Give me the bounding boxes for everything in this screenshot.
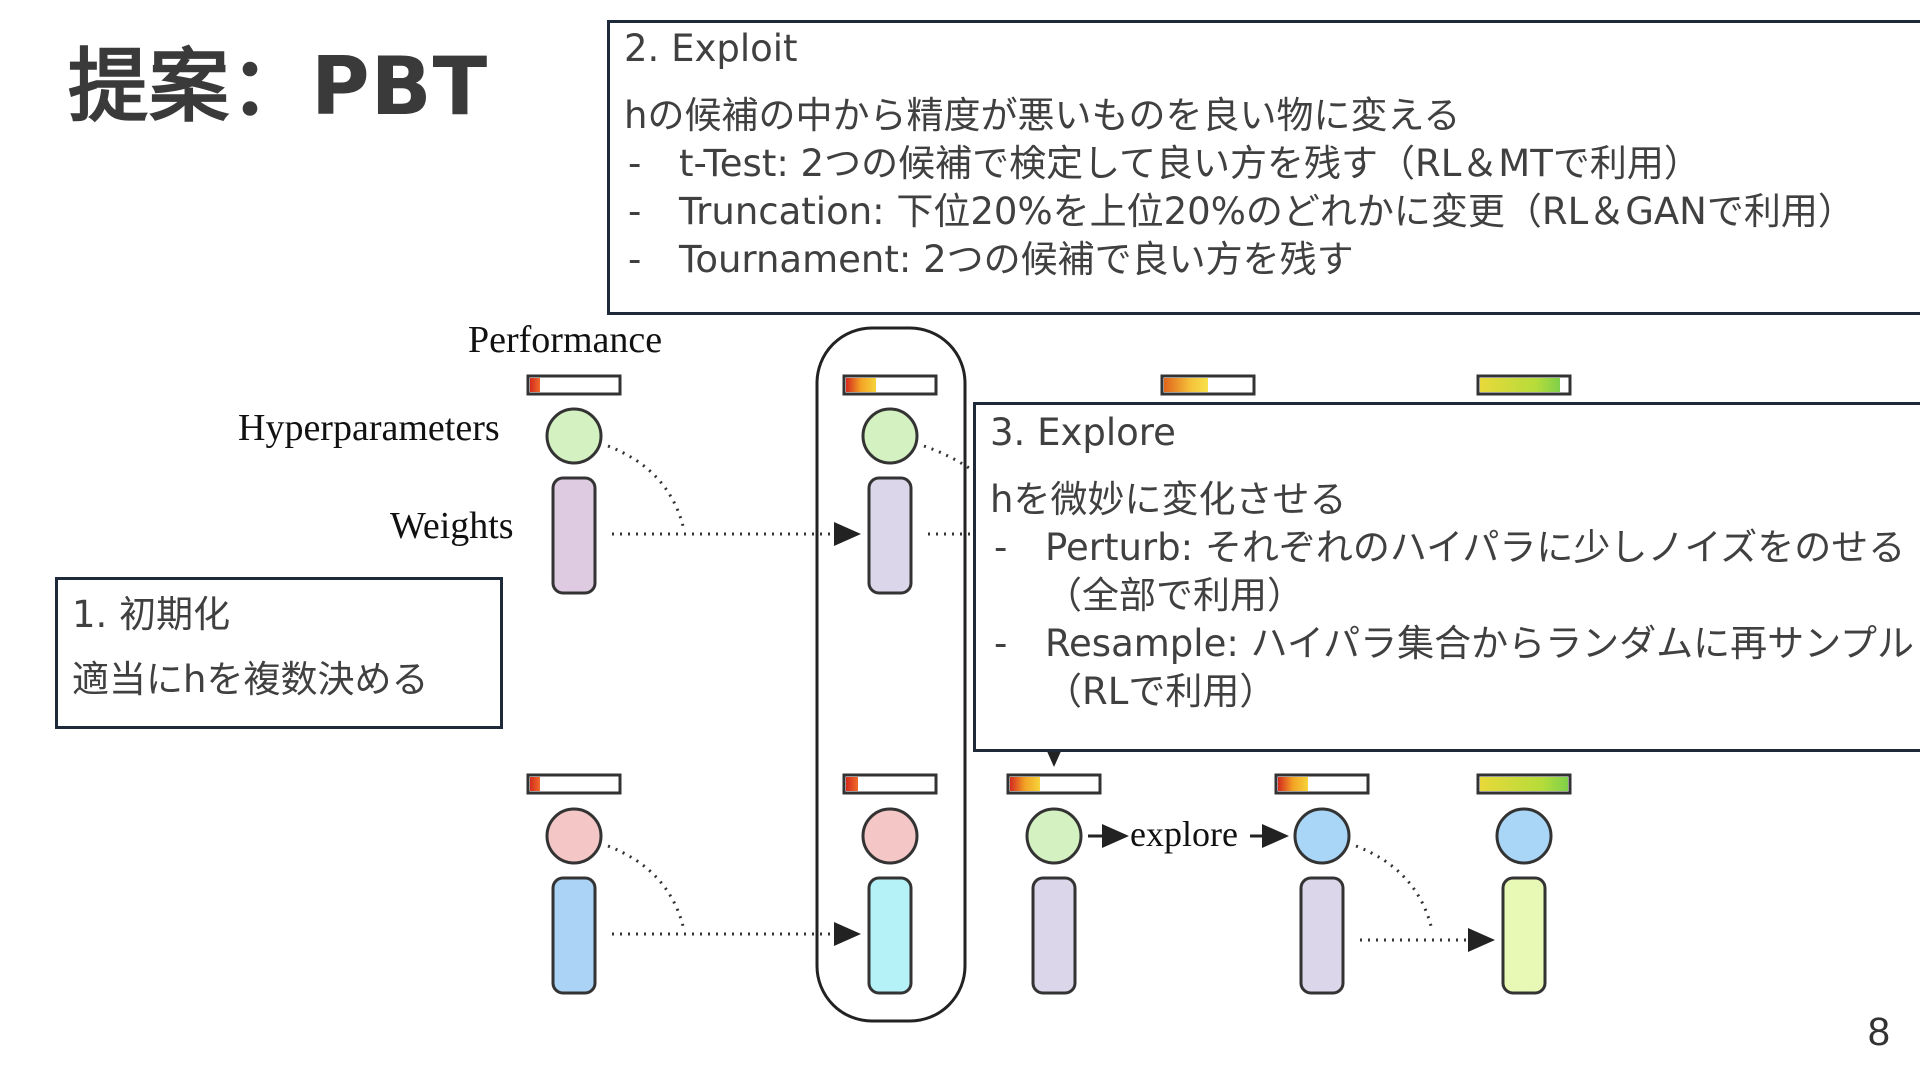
init-box: 1. 初期化 適当にhを複数決める (55, 577, 503, 729)
hyperparameters-label: Hyperparameters (238, 407, 500, 449)
bottom-worker-2 (842, 773, 938, 995)
performance-label: Performance (468, 319, 662, 361)
weights-node (867, 476, 913, 595)
exploit-box: 2. Exploit hの候補の中から精度が悪いものを良い物に変える t-Tes… (607, 20, 1920, 315)
weights-label: Weights (390, 505, 514, 547)
exploit-heading: 2. Exploit (624, 27, 798, 70)
performance-fill (1480, 777, 1568, 791)
weights-node (1031, 876, 1077, 995)
slide-title: 提案：PBT (68, 40, 489, 133)
exploit-list: t-Test: 2つの候補で検定して良い方を残す（RL＆MTで利用） Trunc… (624, 140, 1910, 284)
top-worker-1 (526, 374, 622, 595)
performance-bar (842, 773, 938, 795)
hyper-curve-dotted-2 (923, 444, 973, 472)
bottom-hyper-curve-dotted-2 (1355, 844, 1434, 931)
performance-bar (526, 773, 622, 795)
explore-item: Perturb: それぞれのハイパラに少しノイズをのせる（全部で利用） (990, 524, 1916, 620)
performance-fill (1278, 777, 1308, 791)
explore-label: explore (1130, 814, 1238, 854)
hyper-curve-dotted (607, 444, 686, 531)
top-worker-4-performance-fill (1480, 378, 1560, 392)
init-description: 適当にhを複数決める (72, 658, 429, 701)
explore-item: Resample: ハイパラ集合からランダムに再サンプル（RLで利用） (990, 620, 1916, 716)
weights-node (867, 876, 913, 995)
weights-node (1501, 876, 1547, 995)
performance-fill (846, 777, 858, 791)
bottom-worker-1 (526, 773, 622, 995)
bottom-worker-3 (1006, 773, 1102, 995)
hyperparameters-node (545, 807, 603, 865)
hyperparameters-node (1293, 807, 1351, 865)
exploit-description: hの候補の中から精度が悪いものを良い物に変える (624, 94, 1461, 137)
explore-list: Perturb: それぞれのハイパラに少しノイズをのせる（全部で利用） Resa… (990, 524, 1916, 716)
hyperparameters-node (1025, 807, 1083, 865)
exploit-item: Tournament: 2つの候補で良い方を残す (624, 236, 1910, 284)
hyperparameters-node (861, 407, 919, 465)
bottom-worker-4 (1274, 773, 1370, 995)
performance-bar (526, 374, 622, 396)
hyperparameters-node (1495, 807, 1553, 865)
weights-node (551, 476, 597, 595)
top-worker-2 (842, 374, 938, 595)
hyperparameters-node (545, 407, 603, 465)
exploit-item: t-Test: 2つの候補で検定して良い方を残す（RL＆MTで利用） (624, 140, 1910, 188)
performance-fill (846, 378, 876, 392)
exploit-selection-frame (815, 326, 967, 1023)
top-worker-3-performance-fill (1164, 378, 1208, 392)
bottom-worker-5 (1476, 773, 1572, 995)
explore-heading: 3. Explore (990, 411, 1176, 454)
weights-node (1299, 876, 1345, 995)
exploit-item: Truncation: 下位20%を上位20%のどれかに変更（RL＆GANで利用… (624, 188, 1910, 236)
weights-node (551, 876, 597, 995)
bottom-hyper-curve-dotted (607, 844, 686, 931)
performance-fill (530, 378, 540, 392)
page-number: 8 (1867, 1010, 1890, 1054)
hyperparameters-node (861, 807, 919, 865)
performance-fill (530, 777, 540, 791)
explore-description: hを微妙に変化させる (990, 478, 1347, 521)
init-heading: 1. 初期化 (72, 593, 231, 636)
performance-fill (1010, 777, 1040, 791)
explore-box: 3. Explore hを微妙に変化させる Perturb: それぞれのハイパラ… (973, 402, 1920, 752)
